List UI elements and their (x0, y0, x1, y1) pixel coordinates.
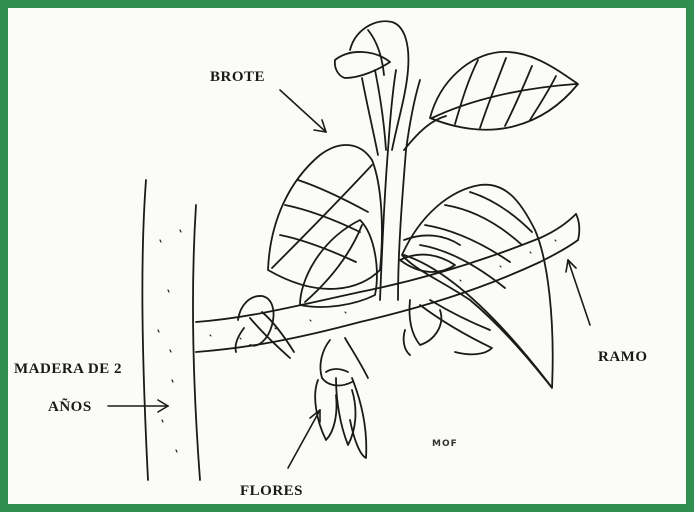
arrow-flores (288, 410, 320, 468)
upper-leaf (430, 52, 578, 130)
label-brote: BROTE (210, 68, 265, 87)
flowers (315, 338, 368, 458)
arrow-ramo (566, 260, 590, 325)
branch-bud-left (235, 296, 294, 358)
label-madera-line1: MADERA DE 2 (14, 360, 122, 379)
arrow-brote (280, 90, 326, 132)
left-leaf (268, 145, 382, 289)
artist-signature: MOF (432, 439, 458, 449)
left-lower-leaf (300, 220, 377, 307)
old-wood-trunk (142, 180, 200, 480)
top-bud (335, 21, 409, 155)
label-flores: FLORES (240, 482, 303, 501)
right-leaf (402, 185, 553, 388)
label-ramo: RAMO (598, 348, 648, 367)
arrow-madera (108, 400, 168, 412)
branch (196, 214, 579, 352)
label-madera-line2: AÑOS (48, 398, 92, 417)
